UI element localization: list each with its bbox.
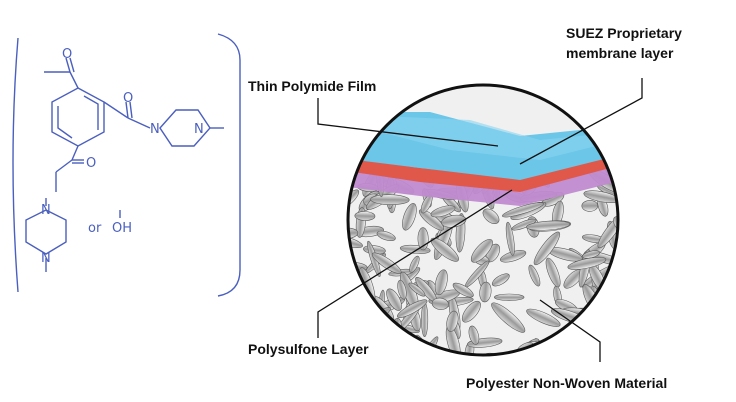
fiber: [409, 255, 420, 273]
fiber: [371, 252, 402, 274]
fiber: [386, 288, 402, 311]
fiber: [452, 282, 474, 298]
fiber: [583, 190, 618, 203]
leader-suez: [519, 78, 643, 165]
polysulfone-layer: [348, 158, 618, 206]
fiber: [430, 237, 459, 262]
label-suez-line2: membrane layer: [566, 45, 674, 61]
fiber: [370, 194, 410, 206]
fiber: [354, 211, 376, 221]
label-polyester: Polyester Non-Woven Material: [466, 375, 667, 391]
fiber: [545, 257, 561, 288]
atom-o-amide: O: [123, 91, 133, 106]
fiber: [396, 299, 428, 318]
fiber: [430, 205, 456, 218]
fiber: [494, 293, 525, 301]
fiber: [602, 305, 618, 341]
fiber: [421, 301, 429, 337]
fiber: [482, 208, 500, 225]
fiber: [402, 203, 417, 231]
fiber: [533, 231, 561, 266]
fiber: [612, 289, 618, 304]
fiber: [560, 348, 571, 355]
fiber: [468, 325, 480, 345]
piperazine-bottom: [25, 209, 67, 255]
fiber: [397, 279, 407, 300]
fiber: [616, 239, 618, 280]
fiber: [354, 307, 391, 332]
fiber: [376, 348, 396, 355]
fiber: [461, 300, 481, 323]
label-thin-film: Thin Polymide Film: [248, 78, 376, 94]
atom-n-bottom-ring: N: [41, 251, 51, 266]
leader-lines: [317, 78, 643, 362]
fiber: [491, 302, 526, 333]
atom-n-amide: N: [150, 122, 160, 137]
fiber: [431, 297, 449, 310]
suez-layer: [348, 144, 618, 192]
fiber: [528, 264, 541, 287]
atom-o-top: O: [62, 47, 72, 62]
fiber: [417, 227, 429, 251]
atom-n-top-ring: N: [41, 203, 51, 218]
fiber: [598, 314, 618, 333]
fiber: [505, 221, 515, 256]
fiber: [434, 269, 448, 296]
circle-outline: [346, 83, 620, 357]
left-bracket: [12, 37, 19, 293]
fiber: [348, 227, 359, 240]
fiber: [581, 200, 599, 212]
chemical-labels: O O N N O N N or OH: [41, 47, 204, 266]
fiber: [502, 202, 544, 218]
fiber: [607, 285, 618, 295]
atom-o-bottom: O: [86, 156, 96, 171]
or-text: or: [88, 221, 102, 236]
fiber: [408, 282, 426, 297]
fiber: [619, 169, 630, 187]
diagram-labels: Thin Polymide Film SUEZ Proprietary memb…: [248, 25, 682, 391]
fiber: [525, 220, 571, 231]
fiber: [479, 281, 492, 303]
label-suez-line1: SUEZ Proprietary: [566, 25, 682, 41]
oh-text: OH: [112, 221, 132, 236]
benzene-ring: [51, 87, 105, 147]
fiber: [470, 238, 493, 263]
leader-polyester: [539, 299, 601, 362]
fiber: [526, 308, 561, 327]
fiber: [376, 230, 396, 242]
leader-thin-film: [317, 98, 499, 147]
fiber: [606, 327, 618, 355]
fiber: [491, 273, 510, 287]
fiber: [567, 256, 607, 270]
leader-polysulfone: [317, 189, 513, 338]
right-bracket: [217, 33, 241, 297]
fiber: [446, 310, 459, 332]
atom-n-right: N: [194, 122, 204, 137]
fiber: [353, 301, 363, 332]
fiber: [583, 313, 596, 341]
label-polysulfone: Polysulfone Layer: [248, 341, 369, 357]
fiber: [348, 305, 377, 319]
chemical-structure: [12, 33, 241, 297]
